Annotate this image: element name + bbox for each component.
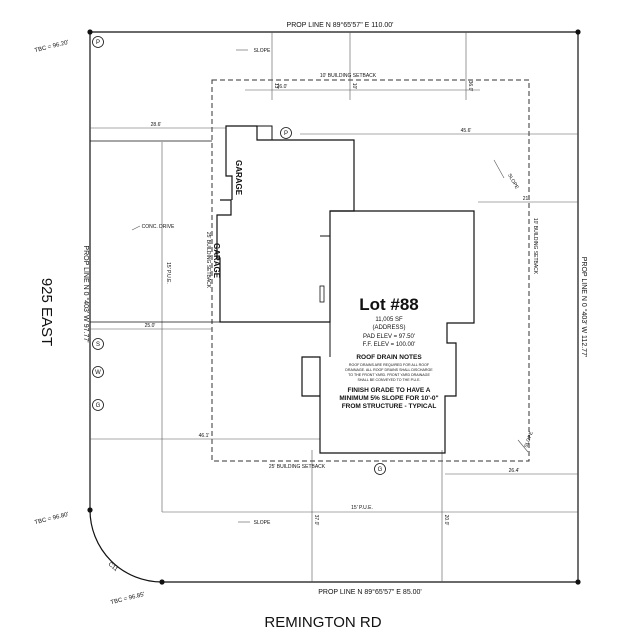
lot-number: Lot #88 bbox=[359, 295, 419, 314]
dimension-label: 28.6' bbox=[151, 122, 162, 128]
dimension-lines bbox=[90, 32, 578, 582]
property-boundary bbox=[87, 29, 581, 585]
dimension-label: 45.6' bbox=[461, 128, 472, 134]
lot-area: 11,005 SF bbox=[375, 317, 403, 323]
tbc-label-bottom-left: TBC = 96.85' bbox=[110, 592, 145, 606]
dimension-label: 36.0' bbox=[467, 81, 473, 92]
prop-line-south-label: PROP LINE N 89°65'57" E 85.00' bbox=[318, 588, 422, 596]
corner-marker-sw-curve bbox=[87, 507, 93, 513]
roof-drain-line: SHALL BE CONVEYED TO THE P.U.E. bbox=[357, 378, 420, 382]
utility-marker-w: W bbox=[92, 366, 104, 378]
building-setback-line bbox=[211, 79, 530, 462]
roof-drain-line: ROOF DRAINS ARE REQUIRED FOR ALL ROOF bbox=[349, 363, 430, 367]
tbc-label-top-left: TBC = 96.20' bbox=[34, 40, 69, 54]
setback-label-bottom: 25' BUILDING SETBACK bbox=[269, 464, 326, 470]
dimension-label: 26.0' bbox=[277, 84, 288, 90]
pue-label-left: 15' P.U.E. bbox=[165, 262, 171, 284]
pue-lines bbox=[161, 142, 578, 513]
svg-text:P: P bbox=[284, 131, 288, 137]
slope-label-bottom: SLOPE bbox=[254, 520, 271, 526]
prop-line-west-label: PROP LINE N 0 °403' W 97.77' bbox=[82, 245, 90, 342]
garage-label-upper: GARAGE bbox=[234, 160, 243, 196]
corner-marker-sw bbox=[159, 579, 165, 585]
corner-marker-se bbox=[575, 579, 581, 585]
setback-label-left: 25' BUILDING SETBACK bbox=[205, 232, 211, 289]
finish-grade-line: MINIMUM 5% SLOPE FOR 10'-0" bbox=[339, 395, 438, 402]
curve-label: C11 bbox=[107, 562, 119, 574]
drive-label: CONC. DRIVE bbox=[142, 224, 175, 230]
utility-marker-s: S bbox=[92, 338, 104, 350]
prop-line-north-label: PROP LINE N 89°65'57" E 110.00' bbox=[287, 21, 394, 29]
dimension-label: 25.0' bbox=[145, 323, 156, 329]
dimension-label: 37.0' bbox=[313, 515, 319, 526]
dimension-label: 21' bbox=[523, 196, 530, 202]
garage-label-lower: GARAGE bbox=[212, 243, 221, 279]
slope-arrows bbox=[236, 49, 529, 523]
svg-text:S: S bbox=[96, 342, 100, 348]
utility-marker-p-house: P bbox=[280, 127, 292, 139]
roof-drain-title: ROOF DRAIN NOTES bbox=[356, 354, 422, 361]
dimension-label: 20.0' bbox=[443, 515, 449, 526]
prop-line-east-label: PROP LINE N 0 °403' W 112.77' bbox=[580, 257, 588, 358]
tbc-label-left-mid: TBC = 96.80' bbox=[34, 512, 69, 526]
corner-marker-nw bbox=[87, 29, 93, 35]
setback-label-top: 10' BUILDING SETBACK bbox=[320, 73, 377, 79]
finish-grade-line: FINISH GRADE TO HAVE A bbox=[348, 387, 431, 394]
corner-marker-ne bbox=[575, 29, 581, 35]
finish-floor-elevation: F.F. ELEV = 100.00' bbox=[363, 342, 416, 348]
slope-label-right-bottom: SLOPE bbox=[523, 430, 535, 448]
svg-text:G: G bbox=[378, 467, 383, 473]
roof-drain-line: DRAINAGE. ALL ROOF DRAINS SHALL DISCHARG… bbox=[345, 368, 433, 372]
setback-label-right: 10' BUILDING SETBACK bbox=[532, 218, 538, 275]
svg-text:W: W bbox=[95, 370, 101, 376]
pue-label-bottom: 15' P.U.E. bbox=[351, 505, 373, 511]
svg-text:P: P bbox=[96, 40, 100, 46]
house-footprint bbox=[216, 125, 475, 454]
dimension-label: 46.1' bbox=[199, 433, 210, 439]
utility-marker-g-bottom: G bbox=[374, 463, 386, 475]
street-label-south: REMINGTON RD bbox=[264, 614, 381, 631]
street-label-west: 925 EAST bbox=[38, 278, 55, 346]
dimension-label: 10' bbox=[351, 83, 357, 90]
pad-elevation: PAD ELEV = 97.50' bbox=[363, 334, 415, 340]
lot-address: (ADDRESS) bbox=[372, 325, 405, 331]
corner-curve bbox=[89, 509, 163, 583]
svg-text:G: G bbox=[96, 403, 101, 409]
finish-grade-line: FROM STRUCTURE - TYPICAL bbox=[342, 403, 437, 410]
utility-marker-g-left: G bbox=[92, 399, 104, 411]
utility-marker-p-corner: P bbox=[92, 36, 104, 48]
dimension-label: 13' bbox=[273, 83, 279, 90]
dimension-label: 26.4' bbox=[509, 468, 520, 474]
slope-label-right-top: SLOPE bbox=[506, 173, 520, 191]
slope-label-top: SLOPE bbox=[254, 48, 271, 54]
roof-drain-line: TO THE FRONT YARD. FRONT YARD DRAINAGE bbox=[348, 373, 430, 377]
